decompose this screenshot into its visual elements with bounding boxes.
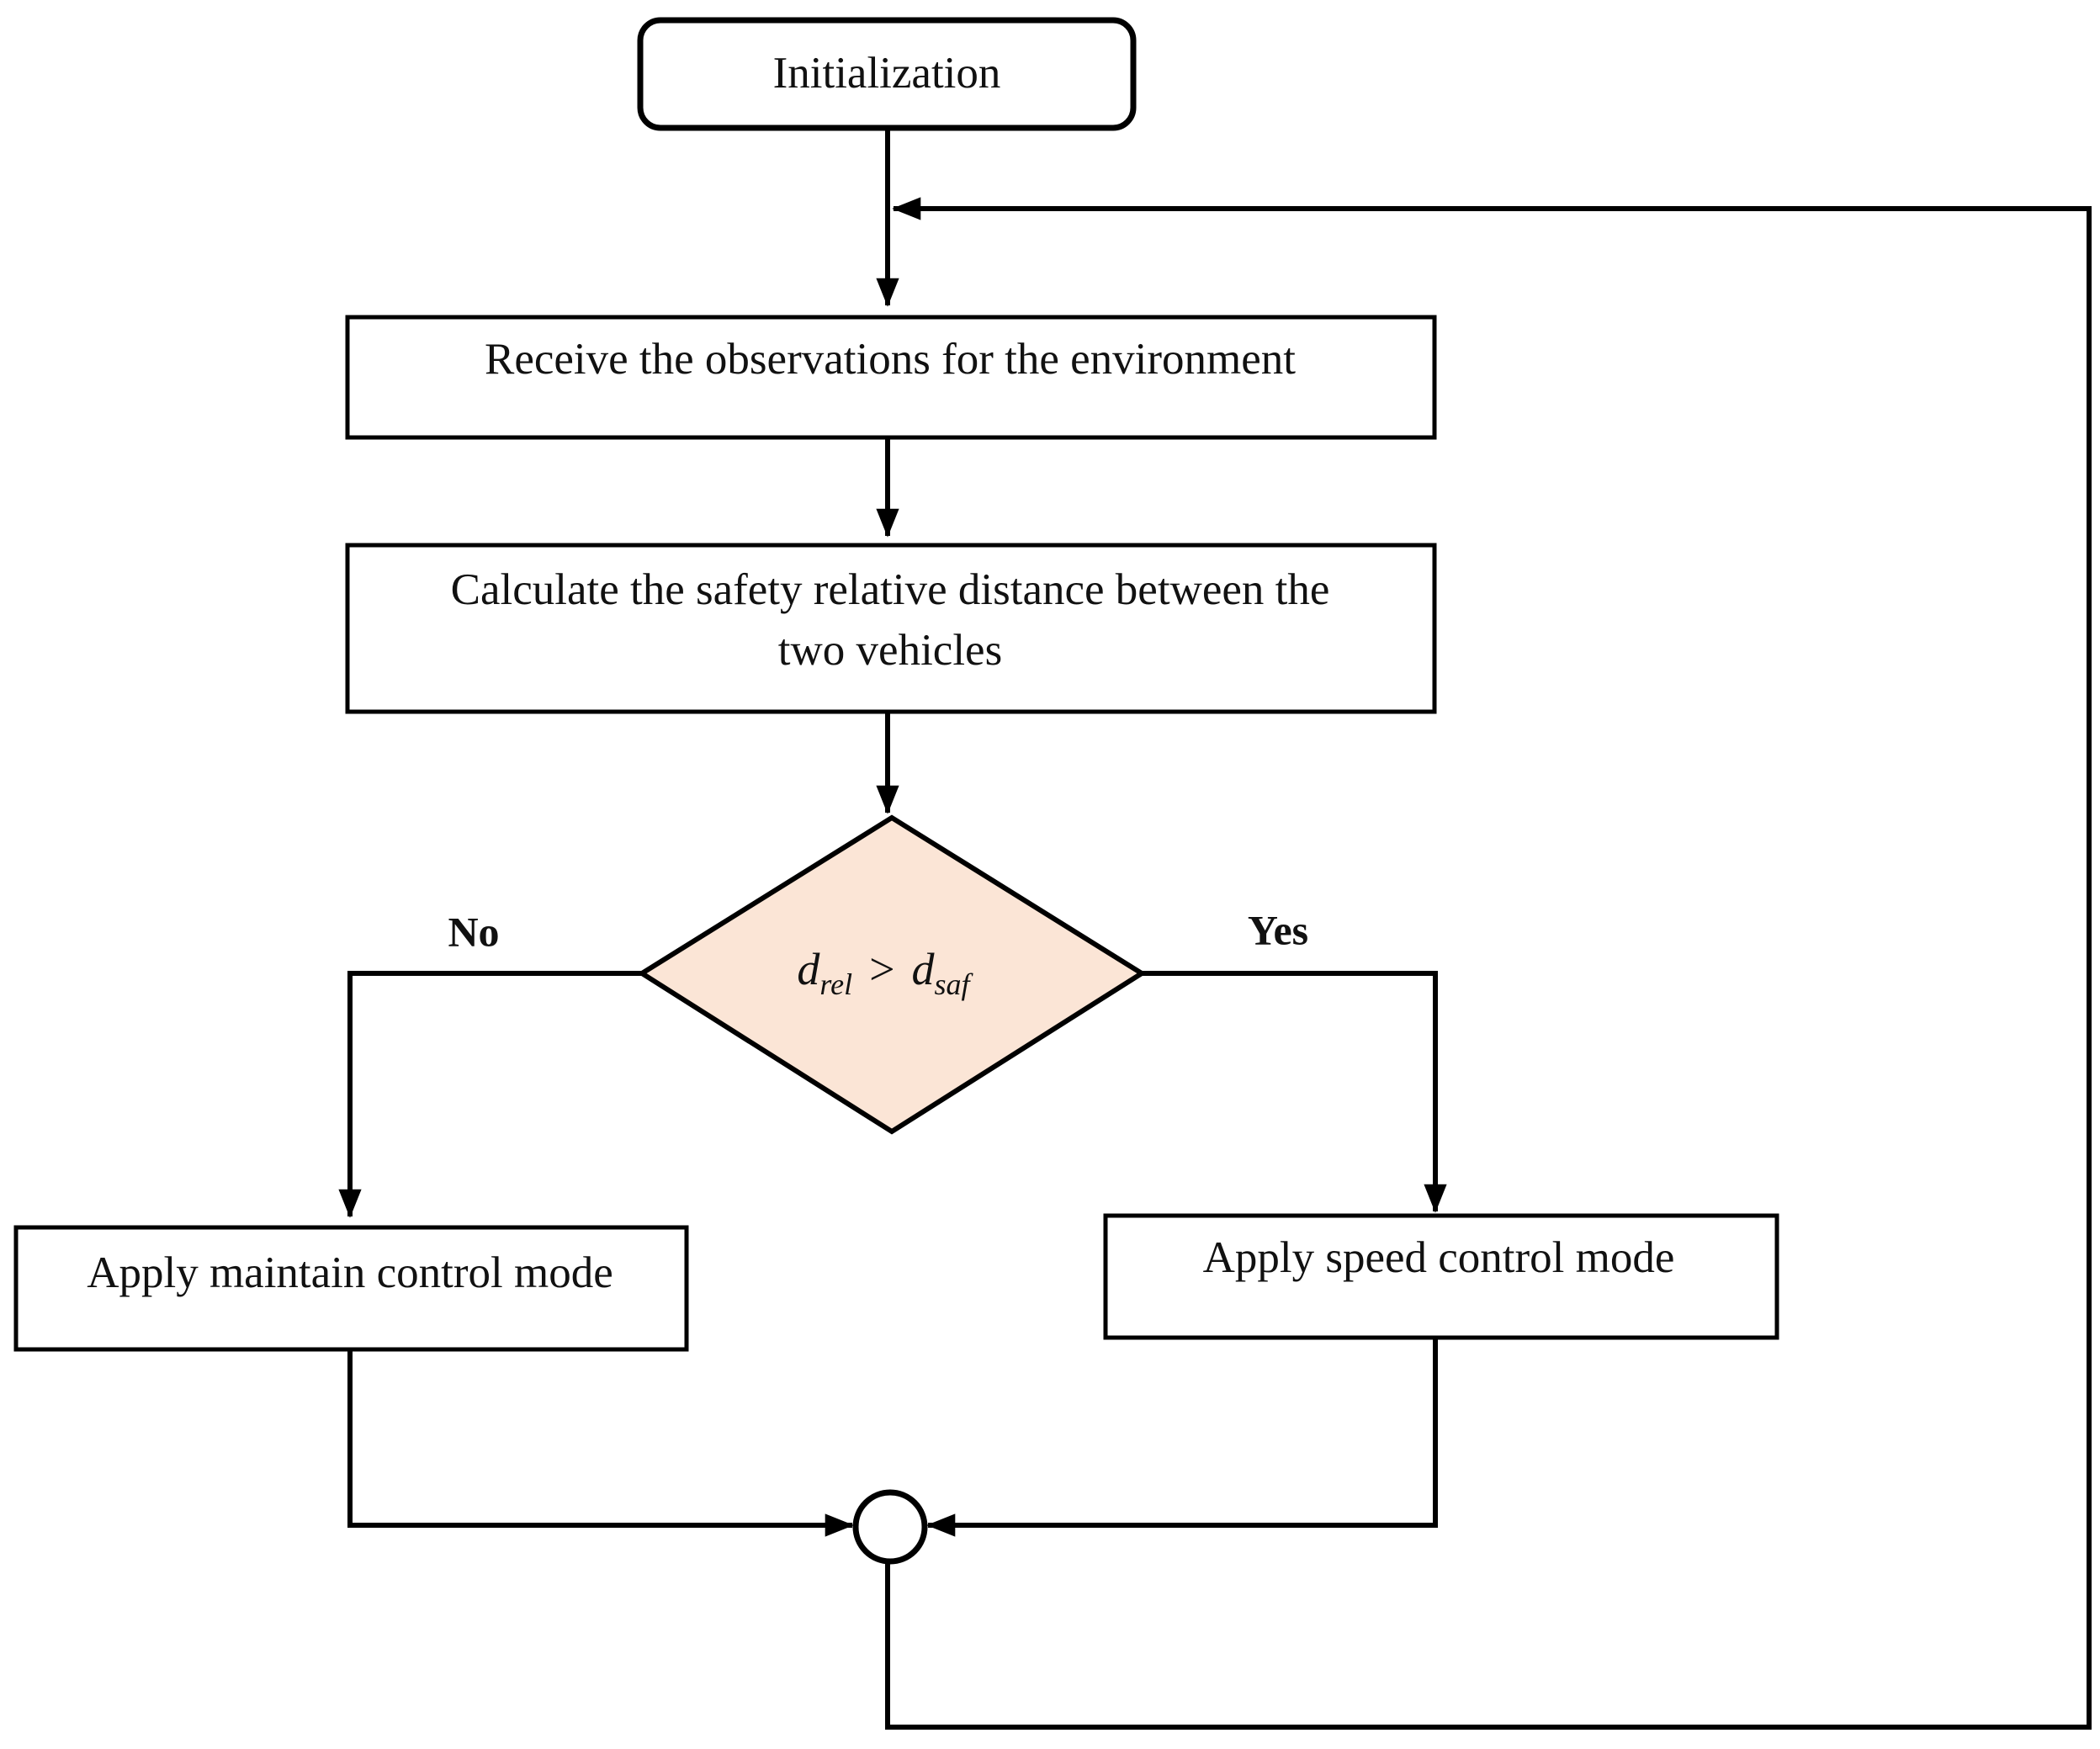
yes-branch-label: Yes <box>1248 906 1308 953</box>
arrow-speed-to-junction <box>926 1338 1438 1537</box>
node-decision: drel>dsaf <box>637 814 1147 1135</box>
junction-circle <box>852 1489 928 1565</box>
maintain-control-box <box>13 1225 689 1352</box>
arrow-maintain-to-junction <box>347 1349 854 1537</box>
decision-operator: > <box>869 944 894 994</box>
decision-lhs-subscript: rel <box>819 967 852 1001</box>
node-maintain-control: Apply maintain control mode <box>13 1225 689 1352</box>
calculate-distance-label-line1: Calculate the safety relative distance b… <box>451 565 1330 614</box>
decision-diamond <box>637 814 1147 1135</box>
node-speed-control: Apply speed control mode <box>1103 1213 1779 1340</box>
arrow-loop-back <box>885 197 2092 1730</box>
arrow-no-branch <box>338 971 642 1218</box>
calculate-distance-box <box>345 543 1437 714</box>
no-branch-label: No <box>448 908 499 955</box>
decision-rhs-subscript: saf <box>935 967 974 1001</box>
decision-lhs: d <box>797 944 820 994</box>
maintain-control-label: Apply maintain control mode <box>87 1248 613 1297</box>
receive-observations-label: Receive the observations for the environ… <box>485 335 1296 384</box>
node-calculate-distance: Calculate the safety relative distance b… <box>345 543 1437 714</box>
arrow-yes-branch <box>1142 971 1447 1213</box>
initialization-box <box>637 17 1137 131</box>
decision-rhs: d <box>912 944 936 994</box>
initialization-label: Initialization <box>773 49 1001 98</box>
calculate-distance-label-line2: two vehicles <box>778 626 1002 675</box>
node-initialization: Initialization <box>637 17 1137 131</box>
speed-control-label: Apply speed control mode <box>1203 1233 1675 1282</box>
speed-control-box <box>1103 1213 1779 1340</box>
decision-condition: drel>dsaf <box>797 944 973 1001</box>
receive-observations-box <box>345 315 1437 440</box>
node-receive-observations: Receive the observations for the environ… <box>345 315 1437 440</box>
connectors <box>338 130 2092 1730</box>
